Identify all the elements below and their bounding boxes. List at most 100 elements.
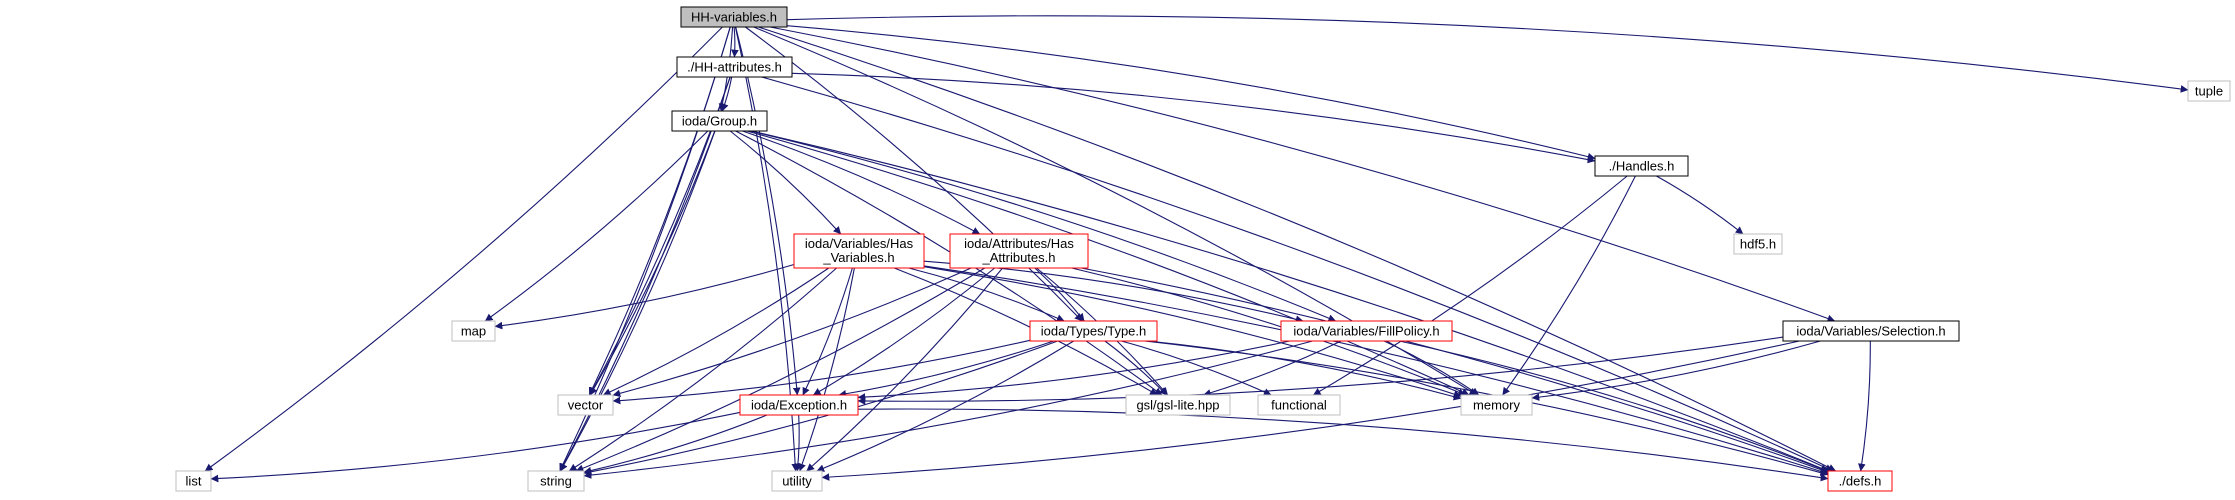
edge-hh-variables-to-defs (758, 26, 1837, 472)
node-box (527, 470, 585, 492)
node-functional[interactable]: functional (1257, 394, 1341, 416)
node-memory[interactable]: memory (1460, 394, 1533, 416)
edge-exception-to-list (210, 411, 741, 483)
edge-handles-to-functional (1312, 175, 1628, 396)
edge-group-to-vector (589, 130, 716, 396)
node-label: string (540, 474, 572, 489)
node-hh-attributes[interactable]: ./HH-attributes.h (676, 56, 793, 78)
edge-hh-attributes-to-defs (761, 76, 1834, 472)
node-box (671, 110, 768, 132)
node-label: ./Handles.h (1609, 159, 1675, 174)
node-label: ./HH-attributes.h (687, 60, 782, 75)
edge-hh-variables-to-selection (770, 26, 1836, 323)
edge-selection-to-utility (821, 340, 1800, 481)
node-map[interactable]: map (451, 320, 496, 342)
edge-has-attributes-to-utility (806, 267, 1004, 472)
node-group[interactable]: ioda/Group.h (671, 110, 768, 132)
node-vector[interactable]: vector (557, 394, 614, 416)
edge-has-variables-to-map (494, 263, 795, 330)
node-label: ioda/Attributes/Has (964, 236, 1074, 251)
edges-layer (204, 15, 2189, 483)
edge-hh-attributes-to-group (721, 76, 733, 112)
edge-exception-to-string (583, 414, 768, 475)
edge-hh-attributes-to-handles (791, 72, 1596, 164)
node-gsl-lite[interactable]: gsl/gsl-lite.hpp (1125, 394, 1231, 416)
edge-group-to-has-variables (729, 130, 842, 235)
edge-has-attributes-to-defs (1081, 267, 1829, 474)
node-box (680, 6, 788, 28)
node-selection[interactable]: ioda/Variables/Selection.h (1782, 320, 1960, 342)
edge-group-to-fillpolicy (750, 130, 1337, 322)
edge-types-type-to-vector (612, 339, 1031, 405)
node-handles[interactable]: ./Handles.h (1594, 155, 1689, 177)
node-box (557, 394, 614, 416)
node-label: gsl/gsl-lite.hpp (1136, 398, 1219, 413)
node-exception[interactable]: ioda/Exception.h (739, 394, 859, 416)
edge-group-to-memory (746, 130, 1470, 396)
edge-has-attributes-to-string (575, 267, 986, 472)
node-label: map (461, 324, 486, 339)
edge-has-variables-to-types-type (908, 267, 1065, 322)
node-label: vector (568, 398, 604, 413)
edge-fillpolicy-to-memory (1383, 340, 1480, 396)
edge-types-type-to-utility (816, 340, 1074, 472)
edge-hh-variables-to-hh-attributes (731, 26, 739, 58)
node-box (1594, 155, 1689, 177)
node-fillpolicy[interactable]: ioda/Variables/FillPolicy.h (1280, 320, 1453, 342)
node-hh-variables[interactable]: HH-variables.h (680, 6, 788, 28)
node-list[interactable]: list (175, 470, 212, 492)
node-box (1827, 470, 1893, 492)
node-box (793, 233, 925, 269)
edge-types-type-to-memory (1147, 340, 1462, 401)
edge-hh-variables-to-types-type (745, 26, 1083, 322)
edge-types-type-to-string (583, 340, 1058, 476)
edge-selection-to-exception (857, 336, 1784, 405)
edge-fillpolicy-to-gsl-lite (1203, 340, 1342, 397)
node-box (1257, 394, 1341, 416)
node-label: functional (1271, 398, 1327, 413)
node-box (1782, 320, 1960, 342)
edge-group-to-defs (751, 130, 1829, 472)
node-label: ioda/Types/Type.h (1041, 324, 1147, 339)
nodes-layer: HH-variables.h ./HH-attributes.h tuple ioda… (175, 6, 2231, 492)
node-label: ioda/Group.h (682, 114, 757, 129)
node-defs[interactable]: ./defs.h (1827, 470, 1893, 492)
edge-has-variables-to-vector (602, 267, 830, 396)
edge-group-to-map (484, 130, 709, 322)
edge-has-variables-to-memory (923, 266, 1462, 398)
node-has-attributes[interactable]: ioda/Attributes/Has_Attributes.h (949, 233, 1089, 269)
edge-hh-variables-to-vector (588, 26, 731, 396)
node-box (1125, 394, 1231, 416)
node-types-type[interactable]: ioda/Types/Type.h (1029, 320, 1158, 342)
node-label: _Variables.h (822, 250, 894, 265)
edge-hh-variables-to-tuple (786, 15, 2189, 93)
edge-fillpolicy-to-defs (1399, 340, 1829, 473)
edge-exception-to-utility (794, 414, 802, 472)
node-box (1733, 233, 1783, 255)
edge-exception-to-defs (857, 408, 1829, 482)
node-string[interactable]: string (527, 470, 585, 492)
node-has-variables[interactable]: ioda/Variables/Has_Variables.h (793, 233, 925, 269)
edge-has-variables-to-gsl-lite (894, 267, 1158, 396)
node-utility[interactable]: utility (771, 470, 823, 492)
node-label: hdf5.h (1740, 237, 1776, 252)
edge-fillpolicy-to-string (583, 340, 1313, 479)
edge-hh-variables-to-exception (735, 26, 801, 396)
node-label: memory (1473, 398, 1520, 413)
node-box (2187, 80, 2231, 102)
node-box (1029, 320, 1158, 342)
node-box (949, 233, 1089, 269)
node-label: ioda/Variables/Has (805, 236, 914, 251)
edge-has-attributes-to-types-type (1034, 267, 1085, 322)
edge-selection-to-defs (1858, 340, 1871, 472)
node-label: ioda/Variables/Selection.h (1796, 324, 1945, 339)
node-label: utility (782, 474, 812, 489)
node-hdf5[interactable]: hdf5.h (1733, 233, 1783, 255)
node-label: HH-variables.h (691, 10, 777, 25)
node-tuple[interactable]: tuple (2187, 80, 2231, 102)
node-box (451, 320, 496, 342)
node-box (1460, 394, 1533, 416)
edge-types-type-to-exception (838, 340, 1054, 398)
node-label: _Attributes.h (982, 250, 1056, 265)
edge-has-variables-to-defs (923, 265, 1829, 476)
